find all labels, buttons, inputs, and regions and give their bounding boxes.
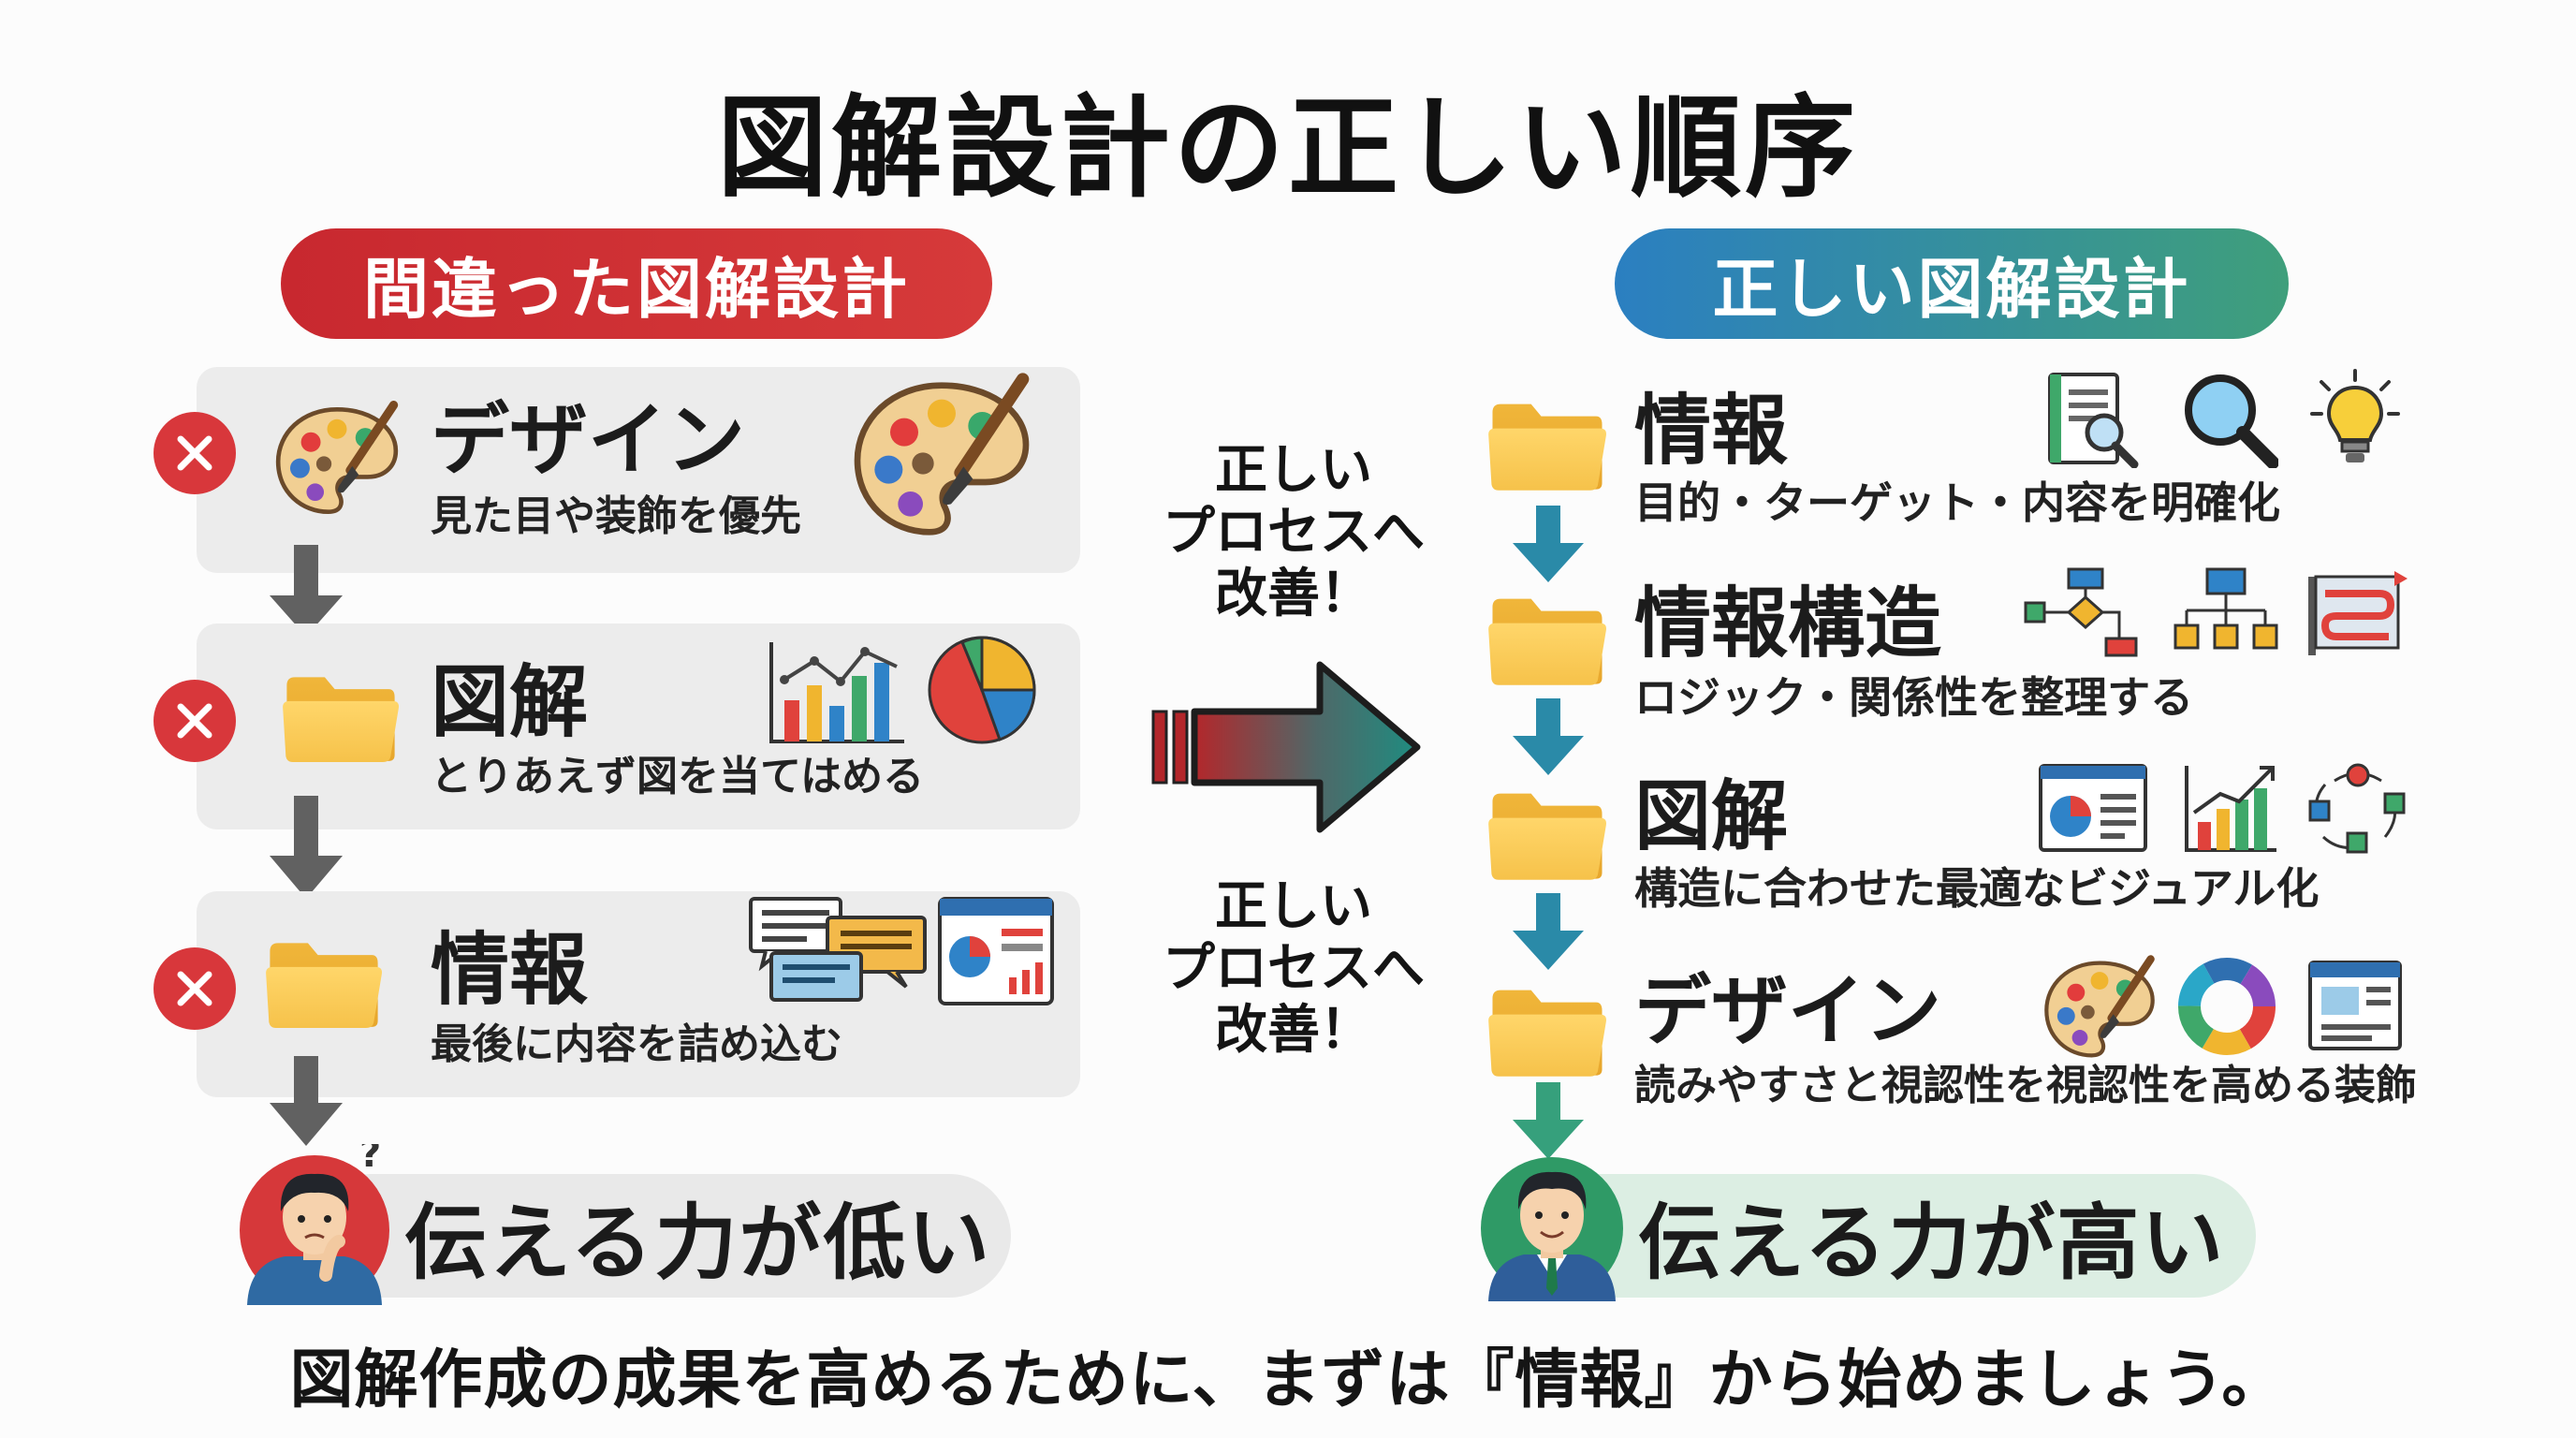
down-arrow-icon (268, 1056, 344, 1150)
pie-chart-icon (925, 633, 1039, 747)
x-mark-icon (154, 412, 236, 494)
folder-icon (1486, 588, 1608, 691)
folder-icon (1486, 783, 1608, 886)
svg-text:?: ? (359, 1144, 381, 1176)
right-step-subtitle: 構造に合わせた最適なビジュアル化 (1634, 863, 2320, 914)
right-step-title: 図解 (1634, 772, 1789, 861)
down-arrow-icon (1511, 1082, 1586, 1161)
roadmap-icon (2305, 565, 2409, 659)
x-mark-icon (154, 680, 236, 762)
folder-icon (281, 667, 401, 768)
color-wheel-icon (2177, 957, 2276, 1056)
palette-icon (2041, 955, 2159, 1064)
dashboard-icon (2037, 762, 2149, 854)
improve-text-bottom-content: 正しいプロセスへ改善！ (1144, 876, 1443, 1062)
right-design-header: 正しい図解設計 (1615, 228, 2289, 339)
confident-person-icon (1475, 1148, 1629, 1301)
down-arrow-icon (268, 545, 344, 638)
confused-person-icon: ? (236, 1144, 393, 1305)
wrong-design-header: 間違った図解設計 (281, 228, 992, 339)
improve-text-line: プロセスへ (1163, 502, 1425, 564)
improve-text-line: 改善！ (1215, 1000, 1372, 1062)
wrong-step-title: 図解 (431, 656, 589, 748)
right-outcome: 伝える力が高い (1507, 1174, 2256, 1298)
wrong-step-title: 情報 (431, 924, 589, 1016)
down-arrow-icon (1511, 506, 1586, 584)
report-icon (936, 895, 1056, 1007)
folder-icon (1486, 393, 1608, 496)
improve-text-bottom-block: 正しいプロセスへ改善！ (1144, 876, 1443, 1062)
magnifier-icon (2181, 371, 2278, 468)
cycle-icon (2306, 762, 2409, 854)
folder-icon (264, 932, 384, 1034)
improve-text-line: 正しい (1215, 876, 1372, 937)
right-step-title: 情報構造 (1634, 580, 1942, 668)
right-step-title: デザイン (1634, 967, 1942, 1056)
layout-icon (2306, 959, 2404, 1052)
folder-icon (1486, 979, 1608, 1082)
document-search-icon (2046, 371, 2140, 468)
improve-text-line: 改善！ (1215, 564, 1372, 625)
right-step-title: 情報 (1634, 387, 1789, 476)
wrong-outcome-label: 伝える力が低い (404, 1194, 992, 1291)
wrong-step-subtitle: とりあえず図を当てはめる (431, 753, 925, 800)
down-arrow-icon (268, 796, 344, 901)
lightbulb-icon (2310, 369, 2400, 470)
wrong-outcome: 伝える力が低い (309, 1174, 1011, 1298)
improve-text-top-content: 正しいプロセスへ改善！ (1144, 440, 1443, 625)
chat-bubbles-icon (747, 895, 929, 1007)
wrong-step-subtitle: 最後に内容を詰め込む (431, 1020, 842, 1068)
hierarchy-icon (2172, 565, 2280, 659)
wrong-step-title: デザイン (431, 394, 746, 486)
flowchart-icon (2022, 565, 2144, 659)
x-mark-icon (154, 947, 236, 1030)
growth-chart-icon (2183, 762, 2280, 854)
down-arrow-icon (1511, 893, 1586, 972)
right-step-subtitle: ロジック・関係性を整理する (1634, 672, 2194, 723)
down-arrow-icon (1511, 698, 1586, 777)
right-step-subtitle: 目的・ターゲット・内容を明確化 (1634, 477, 2280, 528)
palette-icon (271, 401, 402, 521)
page-title: 図解設計の正しい順序 (716, 83, 1859, 213)
wrong-step-subtitle: 見た目や装飾を優先 (431, 492, 801, 540)
improve-text-line: プロセスへ (1163, 938, 1425, 1000)
improve-text-line: 正しい (1215, 440, 1372, 501)
bar-chart-icon (766, 638, 908, 747)
right-step-subtitle: 読みやすさと視認性を視認性を高める装飾 (1634, 1062, 2417, 1109)
palette-brush-icon (848, 373, 1035, 545)
improve-text-top-block: 正しいプロセスへ改善！ (1144, 440, 1443, 626)
big-right-arrow-icon (1151, 659, 1423, 835)
footer-message: 図解作成の成果を高めるために、まずは『情報』から始めましょう。 (289, 1343, 2287, 1417)
right-outcome-label: 伝える力が高い (1638, 1194, 2226, 1291)
